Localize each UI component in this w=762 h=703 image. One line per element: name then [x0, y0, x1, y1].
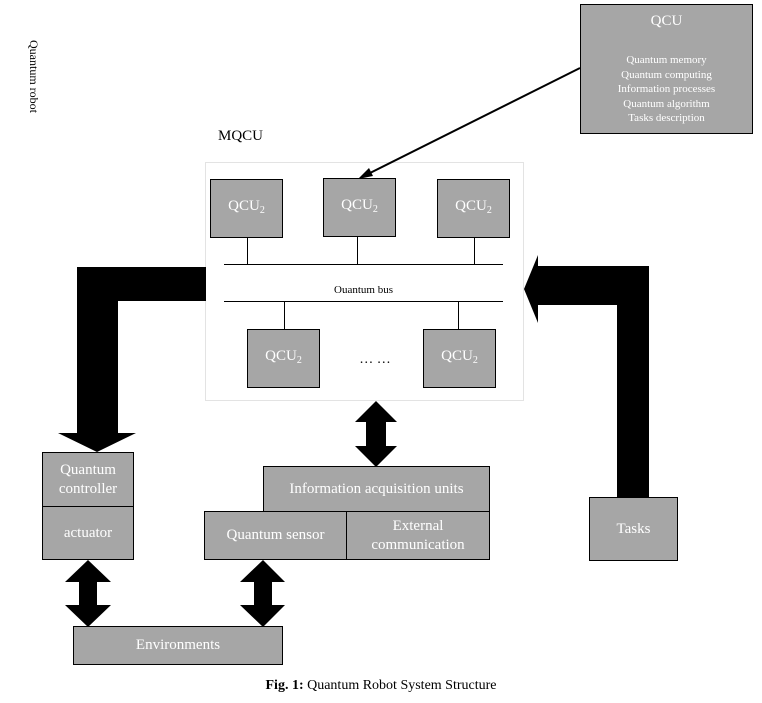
caption-prefix: Fig. 1: — [265, 678, 304, 693]
sensor-environment-double-arrow — [240, 560, 285, 627]
external-communication-box: External communication — [346, 511, 490, 560]
connector-line — [357, 236, 358, 264]
qcu-panel-title: QCU — [650, 13, 683, 29]
qcu-link-line — [367, 67, 581, 175]
actuator-environment-double-arrow — [65, 560, 111, 627]
qcu-panel-item: Quantum memory — [626, 54, 707, 66]
connector-line — [284, 301, 285, 329]
qcu2-box: QCU2 — [437, 179, 510, 238]
qcu-link-arrowhead — [358, 168, 373, 179]
environments-box: Environments — [73, 626, 283, 665]
tasks-flow-arrow — [524, 255, 649, 497]
caption-text: Quantum Robot System Structure — [303, 678, 497, 693]
actuator-box: actuator — [42, 506, 134, 560]
connector-line — [474, 237, 475, 264]
connector-line — [458, 301, 459, 329]
qcu-panel-item: Tasks description — [628, 112, 705, 124]
quantum-bus-label: Ouantum bus — [334, 284, 393, 296]
qcu2-box: QCU2 — [423, 329, 496, 388]
qcu-panel: QCU Quantum memory Quantum computing Inf… — [580, 4, 753, 134]
qcu2-box: QCU2 — [323, 178, 396, 237]
upper-bus-line — [224, 264, 503, 265]
quantum-controller-box: Quantum controller — [42, 452, 134, 507]
qcu2-box: QCU2 — [210, 179, 283, 238]
qcu2-box: QCU2 — [247, 329, 320, 388]
quantum-robot-title: Quantum robot — [27, 40, 41, 113]
figure-caption: Fig. 1: Quantum Robot System Structure — [0, 678, 762, 694]
mqcu-acquisition-double-arrow — [355, 401, 397, 467]
control-flow-arrow — [58, 267, 206, 452]
ellipsis: … … — [359, 352, 391, 367]
qcu-panel-item: Quantum algorithm — [623, 97, 710, 110]
mqcu-label: MQCU — [218, 128, 264, 144]
lower-bus-line — [224, 301, 503, 302]
quantum-sensor-box: Quantum sensor — [204, 511, 347, 560]
tasks-box: Tasks — [589, 497, 678, 561]
qcu-panel-item: Quantum computing — [621, 68, 712, 81]
connector-line — [247, 237, 248, 264]
qcu-panel-item: Information processes — [617, 83, 716, 95]
